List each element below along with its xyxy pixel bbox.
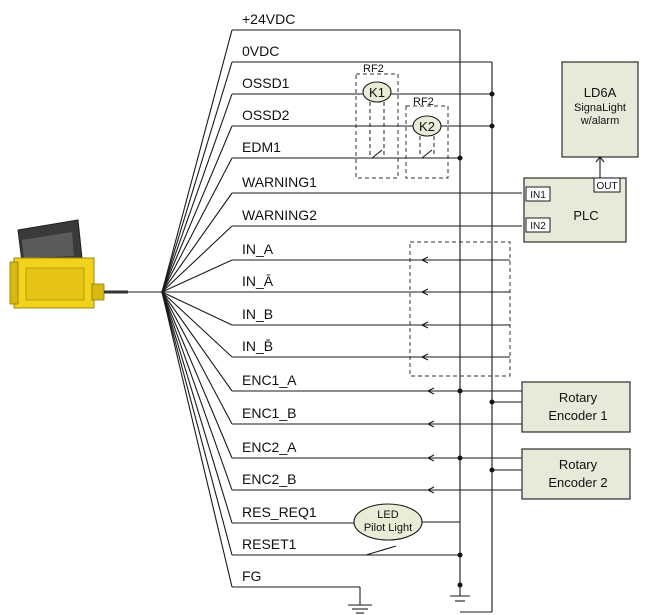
led-pilot-light: LED Pilot Light: [353, 503, 423, 541]
relay-k1-coil: [362, 81, 392, 103]
encoder1-line2: Encoder 1: [548, 408, 607, 423]
signal-label: RES_REQ1: [242, 504, 317, 520]
arrow-head: [426, 486, 435, 494]
signal-label: 0VDC: [242, 43, 279, 59]
rotary-encoder-1: Rotary Encoder 1: [521, 381, 631, 433]
pilot-light-line1: LED: [377, 509, 398, 521]
relay-k2-group: RF2: [413, 96, 434, 108]
signal-light-line1: LD6A: [584, 85, 617, 100]
signal-label: WARNING2: [242, 207, 317, 223]
fan-line: [161, 291, 233, 556]
arrow-head: [426, 387, 435, 395]
signal-label: ENC2_B: [242, 471, 296, 487]
signal-label: FG: [242, 568, 261, 584]
fan-line: [161, 291, 233, 392]
fan-line: [161, 61, 233, 293]
fan-line: [161, 291, 233, 326]
signal-label: EDM1: [242, 139, 281, 155]
signal-label: IN_A: [242, 241, 274, 257]
signal-label: RESET1: [242, 536, 297, 552]
encoder1-line1: Rotary: [559, 390, 598, 405]
fan-line: [161, 93, 233, 293]
arrow-head: [420, 353, 429, 361]
signal-label: +24VDC: [242, 11, 295, 27]
fan-line: [161, 291, 233, 588]
plc-label: PLC: [573, 208, 598, 223]
signal-label: ENC1_A: [242, 372, 297, 388]
encoder2-line2: Encoder 2: [548, 475, 607, 490]
signal-label: OSSD2: [242, 107, 290, 123]
relay-k1-box: [355, 73, 399, 179]
fan-line: [161, 29, 233, 293]
signal-label: ENC1_B: [242, 405, 296, 421]
fan-line: [161, 157, 233, 293]
fan-line: [161, 225, 233, 293]
signal-wires: [232, 29, 522, 597]
signal-light-line3: w/alarm: [580, 115, 620, 127]
input-group-box: [409, 241, 511, 377]
signal-label: WARNING1: [242, 174, 317, 190]
plc-out-label: OUT: [596, 181, 617, 192]
fan-line: [161, 291, 233, 459]
signal-label: ENC2_A: [242, 439, 297, 455]
fan-line: [161, 291, 233, 524]
arrow-head: [420, 321, 429, 329]
arrow-head: [420, 256, 429, 264]
relay-k1-group: RF2: [363, 63, 384, 75]
arrow-head: [420, 288, 429, 296]
signal-label: IN_Ā: [242, 273, 274, 289]
reset-switch-icon: [365, 545, 397, 556]
fan-line: [161, 125, 233, 293]
relay-k1-label: K1: [369, 85, 385, 100]
relay-k2-label: K2: [419, 119, 435, 134]
fan-line: [161, 192, 233, 293]
signal-label: IN_B̄: [242, 338, 273, 354]
fg-ground-icon: [348, 597, 372, 614]
relay-k2-coil: [412, 115, 442, 137]
plc-in1-label: IN1: [530, 190, 546, 201]
signal-light-box: LD6A SignaLight w/alarm: [561, 61, 639, 158]
fan-line: [161, 291, 233, 425]
arrow-head: [426, 454, 435, 462]
relay-k2-box: [405, 105, 449, 179]
cable-fan: [161, 29, 233, 588]
signal-label: OSSD1: [242, 75, 290, 91]
fan-line: [161, 259, 233, 293]
arrow-head: [426, 420, 435, 428]
fan-line: [161, 291, 233, 358]
pilot-light-line2: Pilot Light: [364, 522, 412, 534]
rotary-encoder-2: Rotary Encoder 2: [521, 448, 631, 500]
encoder2-line1: Rotary: [559, 457, 598, 472]
plc-in2-label: IN2: [530, 221, 546, 232]
safety-scanner-device: [9, 219, 128, 309]
signal-label: IN_B: [242, 306, 273, 322]
signal-light-line2: SignaLight: [574, 102, 626, 114]
fan-line: [161, 291, 233, 491]
plc-box: IN1 IN2 OUT PLC: [523, 177, 627, 243]
